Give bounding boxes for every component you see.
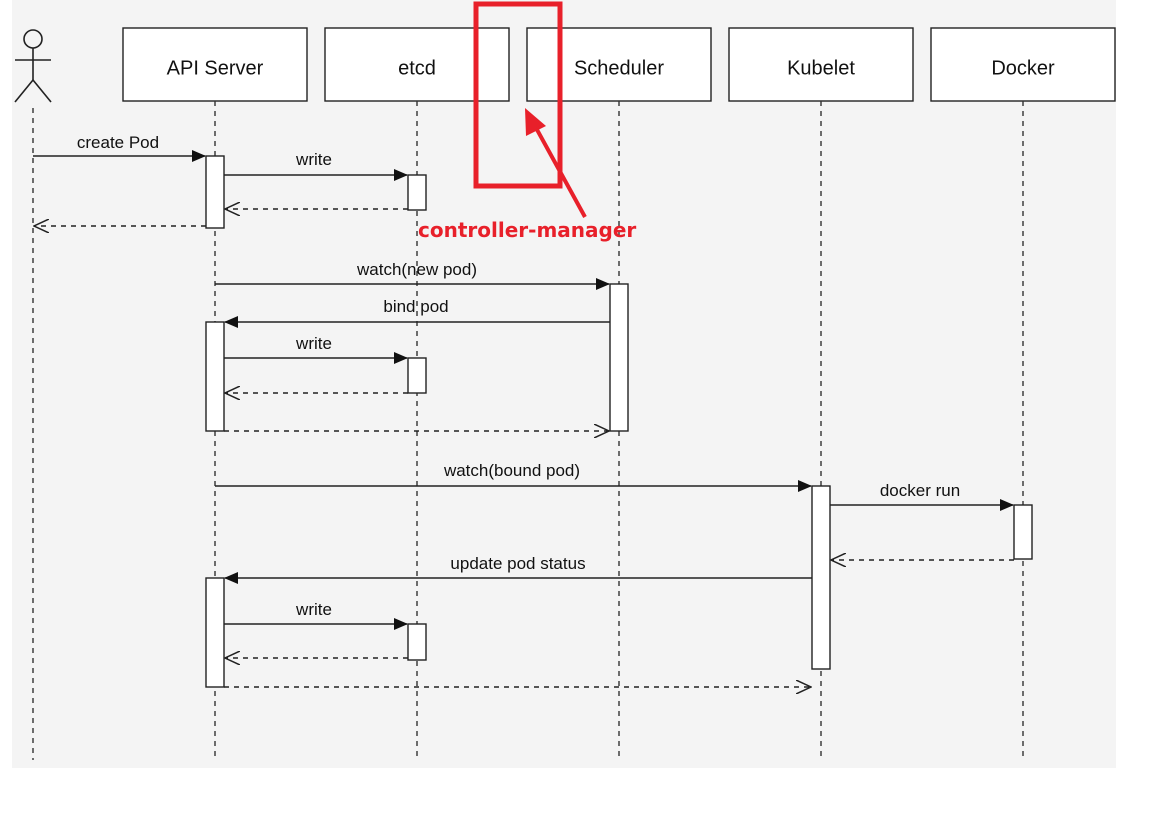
- message-label: create Pod: [77, 133, 159, 152]
- diagram-background: [12, 0, 1116, 768]
- participant-label: Docker: [991, 57, 1055, 79]
- activation-kubelet: [811, 485, 831, 670]
- message-label: write: [295, 600, 332, 619]
- activation-api-2: [205, 321, 225, 432]
- activation-api-1: [205, 155, 225, 229]
- message-label: watch(new pod): [356, 260, 477, 279]
- participant-kubelet: Kubelet: [728, 27, 914, 102]
- activation-etcd-3: [407, 623, 427, 661]
- participant-label: etcd: [398, 57, 436, 79]
- message-label: docker run: [880, 481, 960, 500]
- participant-label: Scheduler: [574, 57, 664, 79]
- participant-label: API Server: [167, 57, 264, 79]
- activation-api-3: [205, 577, 225, 688]
- user-actor-icon: [14, 29, 52, 103]
- message-label: bind pod: [383, 297, 448, 316]
- controller-manager-pointer-arrow: [533, 125, 587, 218]
- controller-manager-label: controller-manager: [418, 218, 636, 242]
- message-label: write: [295, 150, 332, 169]
- pointer-arrowhead-icon: [525, 108, 546, 136]
- activation-etcd-2: [407, 357, 427, 394]
- participant-label: Kubelet: [787, 57, 855, 79]
- controller-manager-highlight-box: [473, 1, 563, 189]
- participant-etcd: etcd: [324, 27, 510, 102]
- activation-docker: [1013, 504, 1033, 560]
- participant-api-server: API Server: [122, 27, 308, 102]
- message-label: write: [295, 334, 332, 353]
- activation-scheduler: [609, 283, 629, 432]
- participant-docker: Docker: [930, 27, 1116, 102]
- message-label: watch(bound pod): [443, 461, 580, 480]
- message-label: update pod status: [450, 554, 585, 573]
- activation-etcd-1: [407, 174, 427, 211]
- participant-scheduler: Scheduler: [526, 27, 712, 102]
